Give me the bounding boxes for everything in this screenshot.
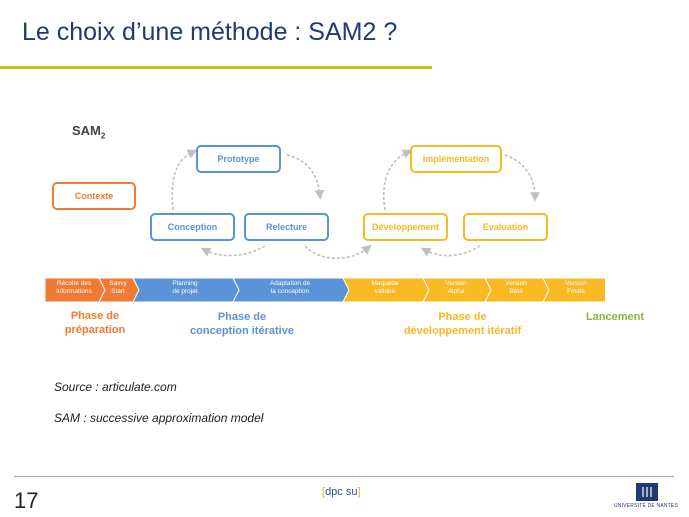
box-evaluation: Evaluation (463, 213, 548, 241)
arrow-implementation-to-evaluation (504, 154, 540, 202)
arrow-prototype-to-relecture (286, 154, 325, 200)
phase-conception: Phase de conception itérative (172, 310, 312, 338)
box-developpement: Développement (363, 213, 448, 241)
box-conception: Conception (150, 213, 235, 241)
source-note: Source : articulate.com (54, 380, 177, 394)
band-label-line2: Start (111, 288, 125, 295)
arrow-conception-to-prototype (171, 149, 198, 211)
band-label-line1: Version (445, 280, 467, 287)
band-segment (132, 278, 240, 302)
arrow-relecture-to-developpement (304, 245, 372, 259)
footer-divider (14, 476, 674, 477)
band-segment (98, 278, 140, 302)
sam-definition-note: SAM : successive approximation model (54, 411, 264, 425)
band-label-line1: Maquette (371, 280, 399, 287)
arrow-developpement-to-implementation (383, 149, 413, 211)
timeline-band (45, 278, 605, 302)
band-label-line1: Adaptation de (269, 280, 311, 287)
band-label-line2: Alpha (447, 288, 465, 295)
band-label-line1: Version (565, 280, 587, 287)
box-prototype: Prototype (196, 145, 281, 173)
slide-title: Le choix d’une méthode : SAM2 ? (22, 18, 398, 46)
band-segment (422, 278, 492, 302)
phase-preparation: Phase de préparation (40, 309, 150, 337)
sam2-label: SAM2 (72, 123, 105, 141)
sam-label-main: SAM (72, 123, 101, 138)
band-segment (542, 278, 605, 302)
band-label-line1: Savvy (109, 280, 127, 287)
footer-tag-open: [ (322, 486, 326, 498)
band-label-line1: Planning (172, 280, 198, 287)
box-contexte: Contexte (52, 182, 136, 210)
arrow-relecture-to-conception (200, 245, 266, 257)
footer-tag-text: dpc su (325, 486, 358, 498)
band-label-line2: Finale (567, 288, 585, 295)
band-segment (484, 278, 550, 302)
phase-conception-line1: Phase de (217, 311, 267, 323)
band-label-line2: de projet (172, 288, 198, 295)
band-label-line2: validée (374, 288, 396, 295)
phase-conception-line2: conception itérative (190, 325, 294, 337)
band-label-line1: Récolte des (56, 280, 92, 287)
band-label-line2: la conception (270, 288, 310, 295)
phase-preparation-line2: préparation (64, 324, 126, 336)
band-label-line2: informations (56, 288, 92, 295)
university-name: UNIVERSITÉ DE NANTES (613, 503, 678, 509)
phase-lancement: Lancement (585, 311, 645, 323)
band-segment (232, 278, 350, 302)
phase-preparation-line1: Phase de (70, 310, 120, 322)
box-implementation: Implémentation (410, 145, 502, 173)
footer-tag-close: ] (357, 486, 361, 498)
page-number: 17 (14, 488, 39, 513)
band-label-line1: Version (505, 280, 527, 287)
phase-developpement: Phase de développement itératif (385, 310, 540, 338)
sam-label-sub: 2 (100, 131, 106, 141)
phase-developpement-line2: développement itératif (403, 325, 522, 337)
title-underline (0, 66, 432, 69)
band-segment (342, 278, 430, 302)
phase-developpement-line1: Phase de (438, 311, 487, 323)
footer-tag: [dpc su] (322, 486, 361, 498)
band-label-line2: Bêtâ (509, 288, 523, 295)
arrow-evaluation-to-developpement (420, 245, 481, 257)
university-logo-icon (636, 483, 658, 501)
box-relecture: Relecture (244, 213, 329, 241)
